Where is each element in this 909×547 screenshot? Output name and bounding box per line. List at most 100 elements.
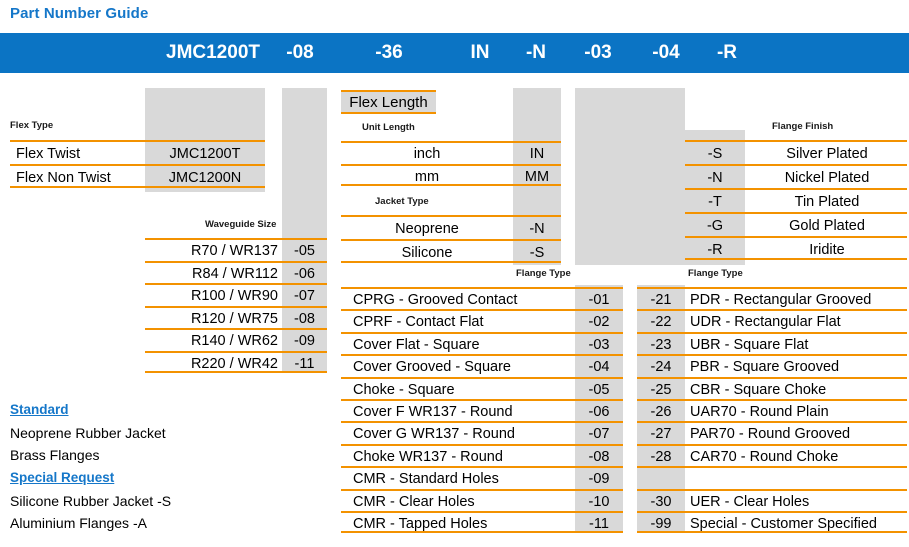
gray-column-flange-finish-code bbox=[685, 130, 745, 265]
table-row[interactable]: Flex Non Twist JMC1200N bbox=[10, 164, 265, 188]
table-row[interactable]: R220 / WR42 -11 bbox=[145, 350, 327, 373]
table-row[interactable]: CPRF - Contact Flat -02 bbox=[341, 309, 623, 331]
flange-type-left-label: Choke - Square bbox=[353, 381, 455, 398]
gray-column-flange-type-right-code bbox=[637, 285, 685, 533]
table-row[interactable]: Cover G WR137 - Round -07 bbox=[341, 421, 623, 443]
table-row[interactable]: R140 / WR62 -09 bbox=[145, 328, 327, 351]
flange-type-right-code: -23 bbox=[650, 336, 672, 353]
waveguide-size-code: -05 bbox=[294, 243, 315, 259]
flange-type-right-label: UAR70 - Round Plain bbox=[690, 403, 829, 420]
special-line-2: Aluminium Flanges -A bbox=[10, 515, 147, 531]
table-row[interactable]: Cover Grooved - Square -04 bbox=[341, 354, 623, 376]
flange-type-left-code: -01 bbox=[588, 292, 610, 308]
flange-type-right-label: PDR - Rectangular Grooved bbox=[690, 292, 872, 308]
waveguide-size-table: R70 / WR137 -05 R84 / WR112 -06 R100 / W… bbox=[145, 238, 327, 373]
table-row[interactable]: CMR - Clear Holes -10 bbox=[341, 488, 623, 511]
flex-type-label: Flex Non Twist bbox=[16, 170, 111, 186]
flange-type-right-label: CAR70 - Round Choke bbox=[690, 448, 839, 465]
flange-type-right-code: -28 bbox=[650, 448, 672, 465]
waveguide-size-code: -07 bbox=[294, 288, 315, 304]
part-segment-flex-type: JMC1200T bbox=[166, 42, 260, 63]
flange-type-right-header: Flange Type bbox=[688, 268, 743, 279]
table-row[interactable]: -23 UBR - Square Flat bbox=[637, 331, 907, 354]
table-row[interactable]: Choke WR137 - Round -08 bbox=[341, 443, 623, 466]
flange-type-right-code: -26 bbox=[650, 403, 672, 420]
flange-type-left-table: CPRG - Grooved Contact -01 CPRF - Contac… bbox=[341, 287, 623, 534]
flange-type-right-code: -22 bbox=[650, 314, 672, 331]
flex-type-code: JMC1200T bbox=[169, 146, 241, 162]
waveguide-size-code: -11 bbox=[294, 355, 315, 372]
table-row[interactable]: CPRG - Grooved Contact -01 bbox=[341, 287, 623, 309]
special-request-heading: Special Request bbox=[10, 470, 115, 485]
flange-type-left-label: CMR - Tapped Holes bbox=[353, 515, 488, 532]
waveguide-size-header: Waveguide Size bbox=[205, 219, 277, 230]
flex-type-code: JMC1200N bbox=[168, 170, 242, 186]
table-row[interactable]: -99 Special - Customer Specified bbox=[637, 510, 907, 534]
flange-type-left-code: -03 bbox=[588, 336, 610, 353]
flange-type-left-label: Cover Grooved - Square bbox=[353, 359, 511, 376]
jacket-type-code: -N bbox=[529, 221, 545, 237]
flange-type-left-label: Cover F WR137 - Round bbox=[353, 403, 513, 420]
table-row[interactable]: R70 / WR137 -05 bbox=[145, 238, 327, 261]
table-row[interactable]: Cover Flat - Square -03 bbox=[341, 331, 623, 354]
waveguide-size-label: R84 / WR112 bbox=[192, 265, 278, 282]
unit-length-code: MM bbox=[524, 168, 550, 185]
flange-type-left-code: -05 bbox=[588, 381, 610, 398]
table-row[interactable]: -T Tin Plated bbox=[685, 188, 907, 212]
table-row[interactable]: mm MM bbox=[341, 163, 561, 186]
table-row[interactable]: R120 / WR75 -08 bbox=[145, 305, 327, 329]
flange-finish-code: -R bbox=[707, 242, 723, 258]
part-segment-waveguide-size: -08 bbox=[286, 42, 314, 63]
flange-type-right-label: PAR70 - Round Grooved bbox=[690, 426, 851, 443]
table-row[interactable]: Flex Twist JMC1200T bbox=[10, 140, 265, 164]
table-row[interactable]: Silicone -S bbox=[341, 239, 561, 263]
table-row[interactable]: Cover F WR137 - Round -06 bbox=[341, 398, 623, 421]
table-row[interactable]: -G Gold Plated bbox=[685, 212, 907, 236]
unit-length-code: IN bbox=[529, 146, 545, 162]
jacket-type-label: Silicone bbox=[401, 245, 453, 261]
table-row[interactable]: -26 UAR70 - Round Plain bbox=[637, 398, 907, 421]
flange-finish-label: Gold Plated bbox=[789, 218, 865, 234]
unit-length-label: mm bbox=[414, 168, 440, 185]
flange-type-left-label: CPRG - Grooved Contact bbox=[353, 292, 518, 308]
flange-type-left-label: Choke WR137 - Round bbox=[353, 448, 503, 465]
table-row[interactable]: -22 UDR - Rectangular Flat bbox=[637, 309, 907, 331]
part-segment-flex-length: -36 bbox=[375, 42, 403, 63]
table-row[interactable]: -24 PBR - Square Grooved bbox=[637, 354, 907, 376]
flange-type-right-code: -30 bbox=[650, 493, 672, 510]
table-row[interactable]: inch IN bbox=[341, 141, 561, 164]
unit-length-label: inch bbox=[413, 146, 441, 162]
waveguide-size-code: -06 bbox=[294, 265, 315, 282]
flange-type-right-label: Special - Customer Specified bbox=[690, 515, 877, 532]
flange-type-left-header: Flange Type bbox=[516, 268, 571, 279]
table-row[interactable]: R100 / WR90 -07 bbox=[145, 283, 327, 306]
table-row[interactable]: -N Nickel Plated bbox=[685, 164, 907, 188]
table-row[interactable]: CMR - Standard Holes -09 bbox=[341, 466, 623, 488]
flange-type-right-label: UDR - Rectangular Flat bbox=[690, 314, 841, 331]
table-row[interactable]: Choke - Square -05 bbox=[341, 376, 623, 399]
waveguide-size-label: R120 / WR75 bbox=[190, 310, 278, 327]
waveguide-size-label: R70 / WR137 bbox=[190, 243, 278, 259]
waveguide-size-label: R140 / WR62 bbox=[190, 333, 278, 349]
waveguide-size-label: R220 / WR42 bbox=[190, 355, 278, 372]
table-row[interactable]: CMR - Tapped Holes -11 bbox=[341, 510, 623, 534]
table-row[interactable]: -27 PAR70 - Round Grooved bbox=[637, 421, 907, 443]
table-row[interactable]: -30 UER - Clear Holes bbox=[637, 488, 907, 511]
table-row[interactable]: -21 PDR - Rectangular Grooved bbox=[637, 287, 907, 309]
flange-type-left-code: -06 bbox=[588, 403, 610, 420]
table-row[interactable]: -S Silver Plated bbox=[685, 140, 907, 164]
standard-heading: Standard bbox=[10, 402, 69, 417]
waveguide-size-code: -09 bbox=[294, 333, 315, 349]
table-row[interactable]: -28 CAR70 - Round Choke bbox=[637, 443, 907, 466]
waveguide-size-label: R100 / WR90 bbox=[190, 288, 278, 304]
table-row[interactable]: -R Iridite bbox=[685, 236, 907, 260]
flange-type-left-code: -07 bbox=[588, 426, 610, 443]
table-row[interactable]: Neoprene -N bbox=[341, 215, 561, 239]
table-row[interactable]: -25 CBR - Square Choke bbox=[637, 376, 907, 399]
jacket-type-label: Neoprene bbox=[395, 221, 459, 237]
part-segment-flange-type-1: -03 bbox=[584, 42, 612, 63]
flange-type-left-label: CMR - Clear Holes bbox=[353, 493, 475, 510]
table-row[interactable]: R84 / WR112 -06 bbox=[145, 260, 327, 284]
flange-type-left-code: -10 bbox=[588, 493, 610, 510]
flange-type-left-label: Cover Flat - Square bbox=[353, 336, 480, 353]
